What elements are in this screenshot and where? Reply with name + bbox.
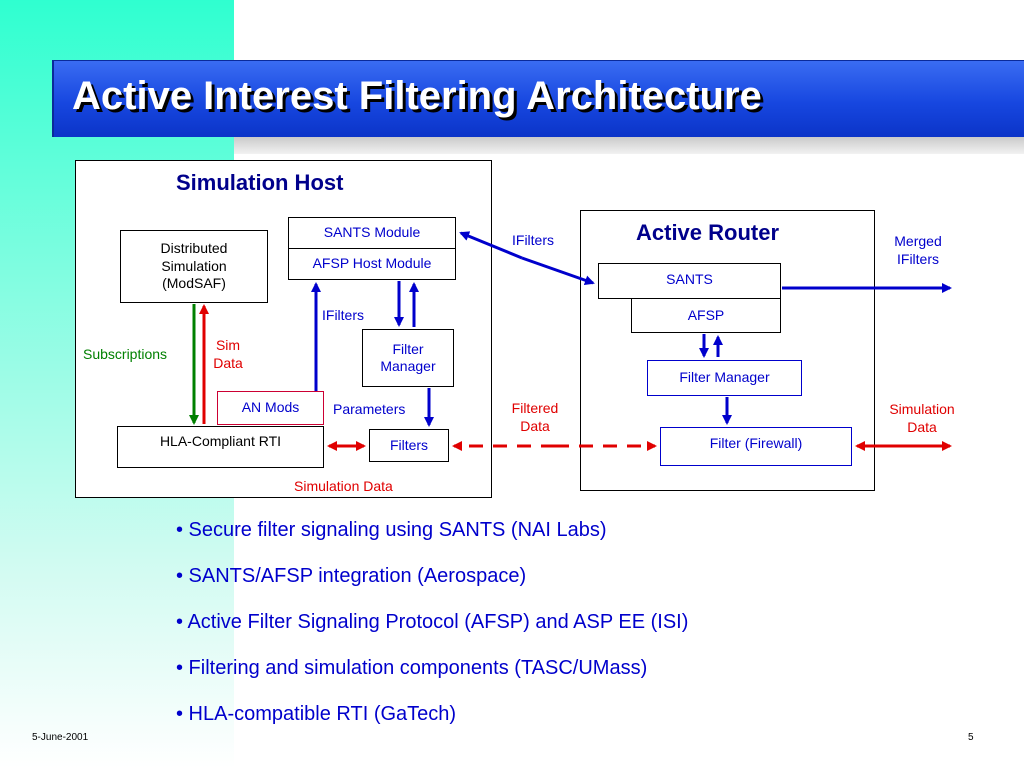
slide-title: Active Interest Filtering Architecture (72, 74, 762, 118)
subscriptions-label: Subscriptions (83, 346, 168, 362)
bullet-item: • Filtering and simulation components (T… (176, 657, 648, 679)
simulation-data-host-label: Simulation Data (294, 478, 393, 494)
an-mods-box: AN Mods (217, 391, 324, 425)
afsp-host-module-box: AFSP Host Module (288, 248, 456, 280)
router-sants-box: SANTS (598, 263, 781, 299)
bullet-item: • Secure filter signaling using SANTS (N… (176, 519, 607, 541)
bullet-item: • Active Filter Signaling Protocol (AFSP… (176, 611, 689, 633)
distributed-simulation-box: Distributed Simulation (ModSAF) (120, 230, 268, 303)
router-filter-manager-box: Filter Manager (647, 360, 802, 396)
footer-date: 5-June-2001 (32, 732, 89, 743)
filter-manager-box: Filter Manager (362, 329, 454, 387)
filters-box: Filters (369, 429, 449, 462)
simulation-host-title: Simulation Host (176, 170, 344, 195)
router-afsp-box: AFSP (631, 298, 781, 333)
filtered-data-label: Filtered Data (511, 400, 559, 435)
bullet-list: • Secure filter signaling using SANTS (N… (176, 516, 688, 746)
ifilters-host-label: IFilters (322, 307, 364, 323)
simulation-data-router-label: Simulation Data (889, 401, 955, 436)
bullet-item: • SANTS/AFSP integration (Aerospace) (176, 565, 527, 587)
active-router-title: Active Router (636, 220, 780, 245)
page-number: 5 (968, 732, 974, 743)
hla-compliant-rti-box: HLA-Compliant RTI (117, 426, 324, 468)
ifilters-middle-label: IFilters (512, 232, 554, 248)
title-bar (52, 60, 1024, 137)
merged-ifilters-label: Merged IFilters (894, 233, 942, 268)
title-shadow-band (234, 136, 1024, 154)
router-filter-firewall-box: Filter (Firewall) (660, 427, 852, 466)
sants-module-box: SANTS Module (288, 217, 456, 249)
bullet-item: • HLA-compatible RTI (GaTech) (176, 703, 457, 725)
parameters-label: Parameters (333, 401, 406, 417)
sim-data-label: Sim Data (213, 337, 243, 372)
